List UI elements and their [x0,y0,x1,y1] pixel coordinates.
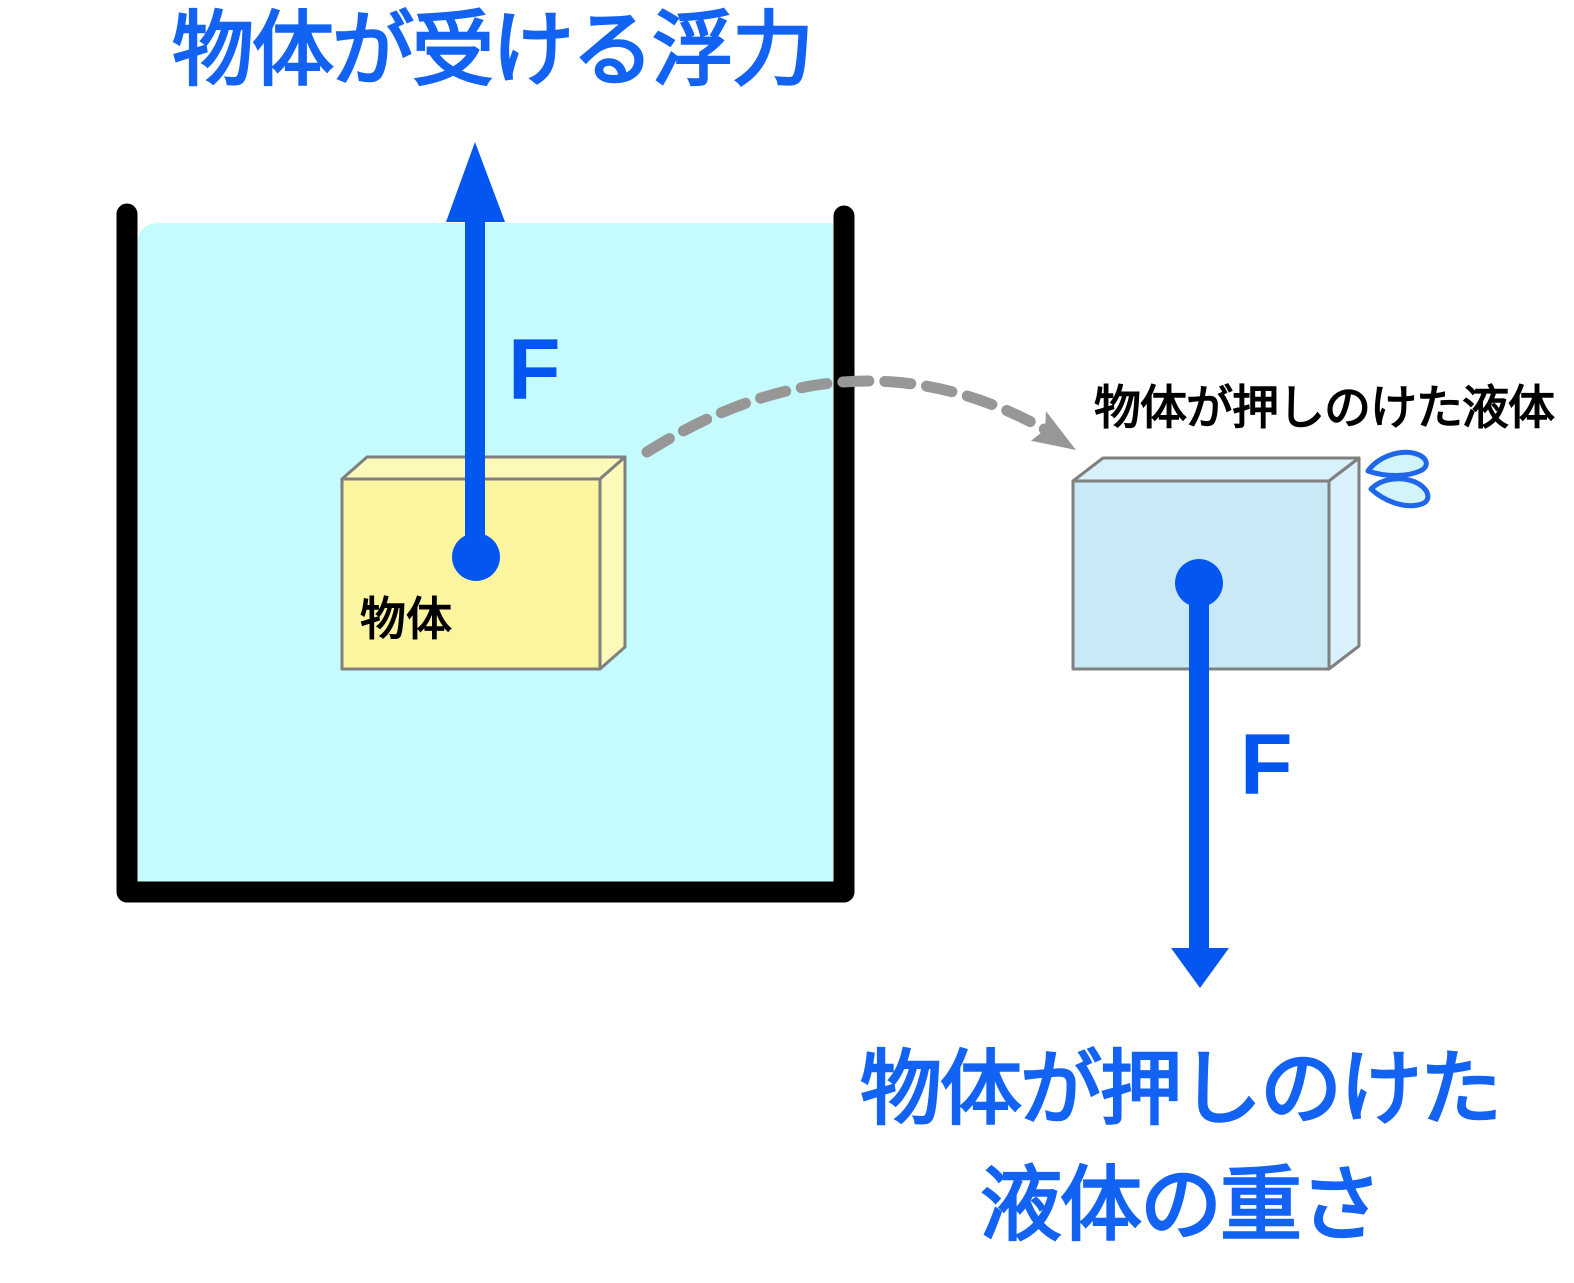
splash-drop-lower [1368,476,1431,509]
tank-walls [116,203,855,903]
displaced-liquid-box [1071,456,1361,671]
weight-arrow-down-icon [1171,559,1229,988]
displaced-box-right-face [1327,456,1361,671]
splash-drops-icon [1365,449,1431,509]
displaced-weight-caption: 物体が押しのけた 液体の重さ [830,1032,1530,1265]
object-label: 物体 [360,593,452,645]
displaced-weight-caption-line2: 液体の重さ [979,1160,1382,1252]
weight-force-point [1175,559,1223,607]
weight-arrow-head [1171,948,1229,988]
force-up-label: F [508,322,561,418]
object-box-right-face [598,455,627,671]
transfer-arrow-curve [641,375,1064,458]
displaced-weight-caption-line1: 物体が押しのけた [859,1044,1502,1135]
buoyancy-force-point [452,533,500,581]
transfer-dashed-arrow-icon [641,375,1076,458]
displaced-box-top-face [1071,456,1361,483]
buoyancy-arrow-up-icon [446,142,505,581]
buoyancy-arrow-head [446,142,505,222]
transfer-arrow-head [1031,411,1076,450]
buoyancy-title-label: 物体が受ける浮力 [172,5,814,96]
splash-drop-upper [1365,449,1429,478]
force-down-label: F [1240,717,1293,813]
displaced-liquid-label: 物体が押しのけた液体 [1094,381,1555,434]
